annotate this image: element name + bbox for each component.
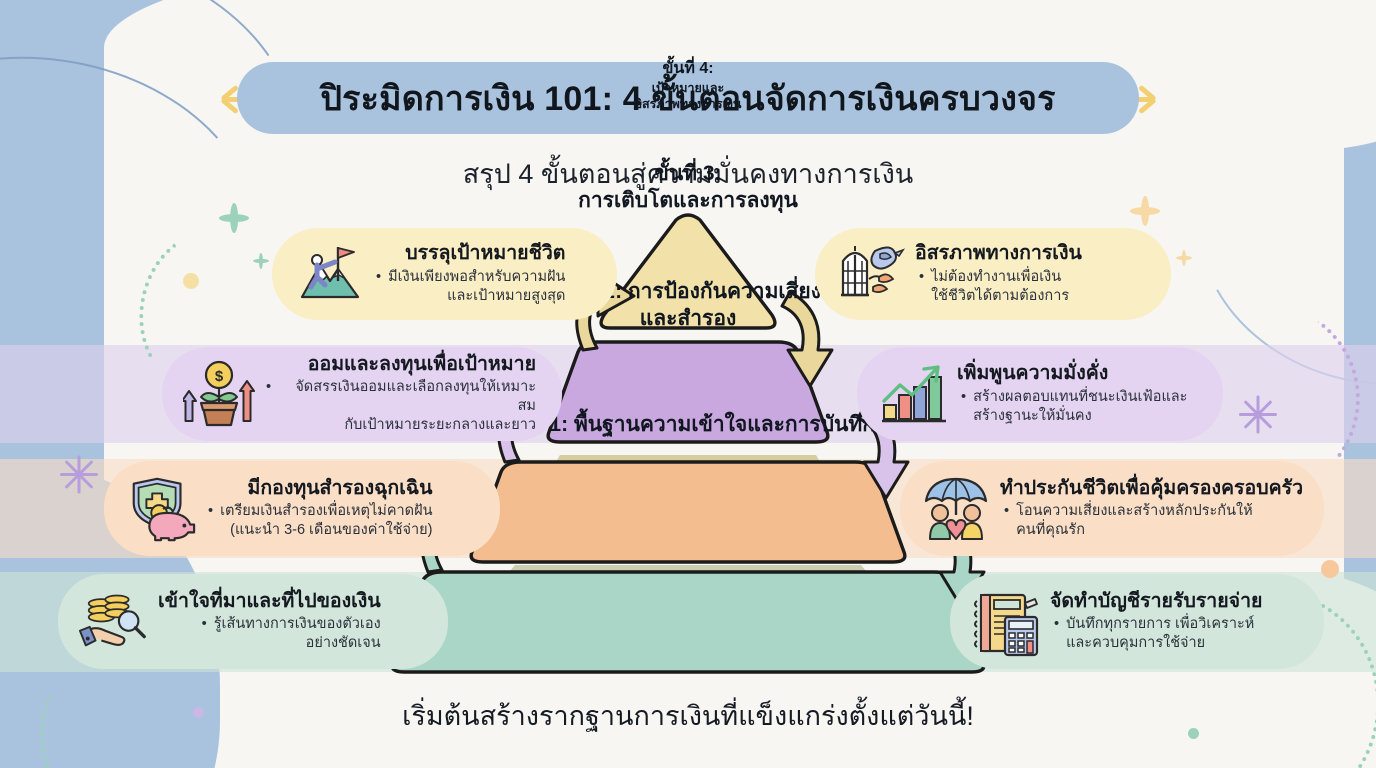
panel-title: อิสรภาพทางการเงิน — [915, 242, 1082, 265]
shield-piggybank-icon — [124, 472, 198, 546]
panel-bullet: • โอนความเสี่ยงและสร้างหลักประกันให้ คนท… — [1000, 502, 1303, 540]
growth-chart-icon — [877, 357, 951, 431]
bullet-line1: สร้างผลตอบแทนที่ชนะเงินเฟ้อและ — [973, 388, 1188, 405]
bullet-marker: • — [201, 616, 207, 633]
panel-tier2-right: ทำประกันชีวิตเพื่อคุ้มครองครอบครัว • โอน… — [900, 461, 1324, 556]
title-pill: ปิระมิดการเงิน 101: 4 ขั้นตอนจัดการเงินค… — [237, 62, 1139, 134]
arrow-down-tier4 — [780, 290, 834, 388]
pyramid-tier-4-shape — [599, 213, 777, 330]
panel-title: จัดทำบัญชีรายรับรายจ่าย — [1050, 589, 1263, 612]
panel-bullet: • เตรียมเงินสำรองเพื่อเหตุไม่คาดฝัน (แนะ… — [204, 502, 432, 540]
panel-title: มีกองทุนสำรองฉุกเฉิน — [247, 476, 433, 499]
bullet-line1: โอนความเสี่ยงและสร้างหลักประกันให้ — [1016, 503, 1253, 520]
money-plant-icon: $ — [182, 357, 256, 431]
pyramid-tier-1-shape — [390, 570, 986, 674]
panel-bullet: • บันทึกทุกรายการ เพื่อวิเคราะห์ และควบค… — [1050, 615, 1262, 653]
panel-tier4-left: บรรลุเป้าหมายชีวิต • มีเงินเพียงพอสำหรับ… — [272, 228, 617, 320]
dot-decoration — [1321, 560, 1339, 578]
star-burst-decoration — [1239, 395, 1277, 433]
bullet-line2: กับเป้าหมายระยะกลางและยาว — [344, 417, 536, 434]
panel-title: ทำประกันชีวิตเพื่อคุ้มครองครอบครัว — [1000, 476, 1304, 499]
panel-tier1-left: เข้าใจที่มาและที่ไปของเงิน • รู้เส้นทางก… — [58, 574, 448, 669]
bullet-line1: เตรียมเงินสำรองเพื่อเหตุไม่คาดฝัน — [220, 503, 433, 520]
bullet-marker: • — [266, 379, 272, 396]
bullet-line2: คนที่คุณรัก — [1016, 522, 1085, 539]
panel-bullet: • จัดสรรเงินออมและเลือกลงทุนให้เหมาะสม ก… — [262, 378, 536, 435]
pyramid-tier-2-shape — [469, 460, 907, 564]
bullet-line2: สร้างฐานะให้มั่นคง — [973, 407, 1092, 424]
bullet-line1: รู้เส้นทางการเงินของตัวเอง — [213, 616, 381, 633]
panel-bullet: • ไม่ต้องทำงานเพื่อเงิน ใช้ชีวิตได้ตามต้… — [915, 268, 1082, 306]
notebook-calculator-icon — [970, 585, 1044, 659]
panel-tier1-right: จัดทำบัญชีรายรับรายจ่าย • บันทึกทุกรายกา… — [950, 574, 1324, 669]
bullet-marker: • — [376, 268, 382, 285]
footer-text: เริ่มต้นสร้างรากฐานการเงินที่แข็งแกร่งตั… — [402, 701, 974, 731]
hand-coins-magnifier-icon — [78, 585, 152, 659]
panel-title: ออมและลงทุนเพื่อเป้าหมาย — [307, 352, 536, 375]
bullet-line1: บันทึกทุกรายการ เพื่อวิเคราะห์ — [1066, 616, 1255, 633]
bullet-line1: ไม่ต้องทำงานเพื่อเงิน — [931, 268, 1062, 285]
sun-ray-decoration — [195, 72, 249, 126]
bullet-marker: • — [208, 503, 214, 520]
pyramid-diagram: .edge { stroke:#1b1b1b; stroke-width:3.4… — [390, 213, 986, 674]
panel-title: เข้าใจที่มาและที่ไปของเงิน — [158, 589, 381, 612]
mountain-flag-icon — [292, 237, 366, 311]
dot-decoration — [193, 707, 204, 718]
arrow-up-tier4 — [575, 272, 636, 352]
dot-decoration — [1188, 728, 1199, 739]
panel-bullet: • รู้เส้นทางการเงินของตัวเอง อย่างชัดเจน — [198, 615, 381, 653]
panel-tier4-right: อิสรภาพทางการเงิน • ไม่ต้องทำงานเพื่อเงิ… — [815, 228, 1171, 320]
panel-tier3-right: เพิ่มพูนความมั่งคั่ง • สร้างผลตอบแทนที่ช… — [857, 347, 1223, 441]
bullet-marker: • — [961, 388, 967, 405]
panel-title: บรรลุเป้าหมายชีวิต — [405, 242, 566, 265]
bullet-marker: • — [1004, 503, 1010, 520]
panel-tier2-left: มีกองทุนสำรองฉุกเฉิน • เตรียมเงินสำรองเพ… — [104, 461, 500, 556]
bullet-marker: • — [919, 268, 925, 285]
dot-decoration — [183, 273, 199, 289]
panel-bullet: • มีเงินเพียงพอสำหรับความฝัน และเป้าหมาย… — [372, 268, 565, 306]
svg-text:$: $ — [215, 368, 224, 385]
panel-tier3-left: $ ออมและลงทุนเพื่อเป้าหมาย • จัดสรรเงินอ… — [162, 347, 562, 441]
page-title: ปิระมิดการเงิน 101: 4 ขั้นตอนจัดการเงินค… — [320, 80, 1056, 118]
bullet-marker: • — [1054, 616, 1060, 633]
bullet-line2: ใช้ชีวิตได้ตามต้องการ — [931, 287, 1070, 304]
bullet-line1: จัดสรรเงินออมและเลือกลงทุนให้เหมาะสม — [295, 379, 536, 415]
panel-title: เพิ่มพูนความมั่งคั่ง — [957, 362, 1109, 385]
bullet-line1: มีเงินเพียงพอสำหรับความฝัน — [388, 268, 566, 285]
birdcage-dove-icon — [835, 237, 909, 311]
bullet-line2: และเป้าหมายสูงสุด — [447, 287, 566, 304]
bullet-line2: (แนะนำ 3-6 เดือนของค่าใช้จ่าย) — [230, 522, 433, 539]
panel-bullet: • สร้างผลตอบแทนที่ชนะเงินเฟ้อและ สร้างฐา… — [957, 388, 1187, 426]
pyramid-tier-3-shape — [546, 340, 830, 444]
page-subtitle: สรุป 4 ขั้นตอนสู่ความมั่นคงทางการเงิน — [462, 159, 914, 189]
bullet-line2: และควบคุมการใช้จ่าย — [1066, 635, 1206, 652]
bullet-line2: อย่างชัดเจน — [305, 635, 381, 652]
star-burst-decoration — [60, 455, 98, 493]
umbrella-family-icon — [920, 472, 994, 546]
